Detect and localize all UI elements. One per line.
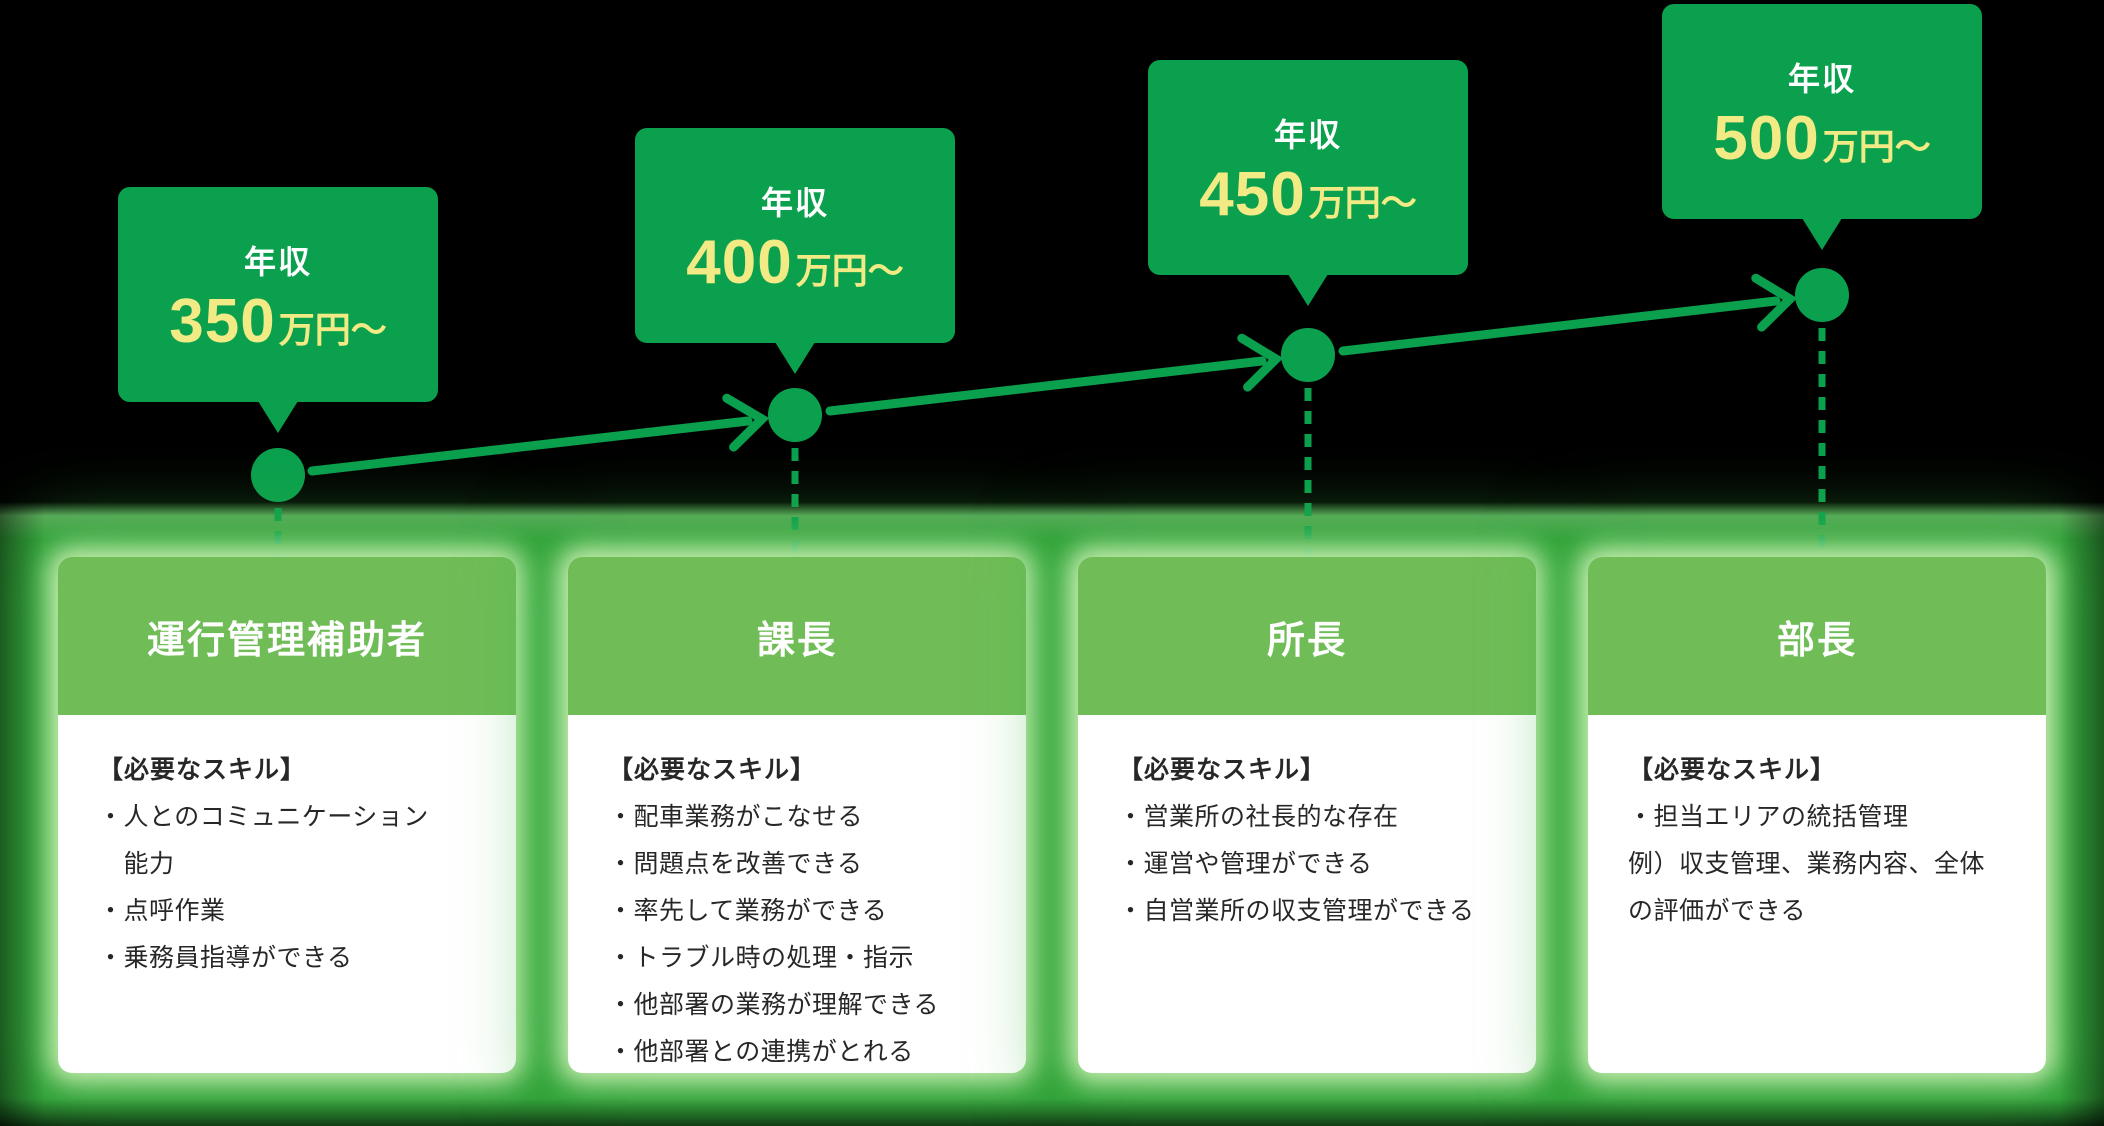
bubble-tail-icon bbox=[1288, 274, 1328, 306]
skill-item: ・他部署との連携がとれる bbox=[608, 1038, 914, 1066]
role-card-header: 部長 bbox=[1588, 557, 2046, 715]
role-card-1: 運行管理補助者 【必要なスキル】 ・人とのコミュニケーション 能力 ・点呼作業 … bbox=[58, 557, 516, 1073]
role-title: 所長 bbox=[1266, 619, 1347, 662]
skill-item: 能力 bbox=[98, 850, 175, 878]
milestone-dot-3 bbox=[1281, 328, 1335, 382]
salary-label: 年収 bbox=[243, 243, 312, 280]
salary-value: 400 万円〜 bbox=[686, 227, 904, 297]
arrow-head-icon-2 bbox=[1237, 333, 1284, 392]
role-card-body: 【必要なスキル】 ・配車業務がこなせる ・問題点を改善できる ・率先して業務がで… bbox=[568, 715, 1026, 1073]
milestone-dot-4 bbox=[1795, 268, 1849, 322]
bubble-tail-icon bbox=[258, 401, 298, 433]
salary-bubble-2: 年収 400 万円〜 bbox=[635, 128, 955, 374]
skills-heading: 【必要なスキル】 bbox=[1118, 756, 1327, 784]
role-title: 課長 bbox=[756, 619, 837, 662]
skill-item: ・担当エリアの統括管理 bbox=[1628, 803, 1909, 831]
salary-bubble-1: 年収 350 万円〜 bbox=[118, 187, 438, 433]
role-card-body: 【必要なスキル】 ・営業所の社長的な存在 ・運営や管理ができる ・自営業所の収支… bbox=[1078, 715, 1536, 935]
skill-item: ・営業所の社長的な存在 bbox=[1118, 803, 1399, 831]
skill-item: 例）収支管理、業務内容、全体 bbox=[1628, 850, 1986, 878]
salary-unit: 万円〜 bbox=[795, 249, 904, 291]
salary-label: 年収 bbox=[1273, 116, 1342, 153]
arrow-line-2 bbox=[825, 356, 1267, 416]
skills-heading: 【必要なスキル】 bbox=[98, 756, 307, 784]
role-card-header: 運行管理補助者 bbox=[58, 557, 516, 715]
salary-amount: 400 bbox=[686, 227, 793, 297]
role-title: 運行管理補助者 bbox=[146, 619, 427, 662]
skill-item: ・自営業所の収支管理ができる bbox=[1118, 897, 1475, 925]
skill-item: ・乗務員指導ができる bbox=[98, 944, 353, 972]
salary-unit: 万円〜 bbox=[1822, 125, 1931, 167]
arrow-line-1 bbox=[307, 416, 753, 476]
salary-unit: 万円〜 bbox=[1308, 181, 1417, 223]
salary-value: 350 万円〜 bbox=[169, 286, 387, 356]
salary-bubble-3: 年収 450 万円〜 bbox=[1148, 60, 1468, 306]
skills-heading: 【必要なスキル】 bbox=[608, 756, 817, 784]
skill-item: ・トラブル時の処理・指示 bbox=[608, 944, 915, 972]
salary-label: 年収 bbox=[760, 184, 829, 221]
bubble-tail-icon bbox=[1802, 218, 1842, 250]
salary-amount: 500 bbox=[1713, 103, 1820, 173]
salary-bubble-4: 年収 500 万円〜 bbox=[1662, 4, 1982, 250]
skill-item: ・問題点を改善できる bbox=[608, 850, 863, 878]
salary-unit: 万円〜 bbox=[278, 308, 387, 350]
arrow-head-icon-1 bbox=[722, 393, 770, 452]
salary-value: 450 万円〜 bbox=[1199, 159, 1417, 229]
skills-heading: 【必要なスキル】 bbox=[1628, 756, 1837, 784]
role-card-body: 【必要なスキル】 ・人とのコミュニケーション 能力 ・点呼作業 ・乗務員指導がで… bbox=[58, 715, 516, 982]
salary-value: 500 万円〜 bbox=[1713, 103, 1931, 173]
skill-item: ・率先して業務ができる bbox=[608, 897, 888, 925]
arrow-head-icon-3 bbox=[1751, 273, 1798, 332]
milestone-dot-2 bbox=[768, 388, 822, 442]
skill-item: ・運営や管理ができる bbox=[1118, 850, 1373, 878]
salary-amount: 450 bbox=[1199, 159, 1306, 229]
role-card-2: 課長 【必要なスキル】 ・配車業務がこなせる ・問題点を改善できる ・率先して業… bbox=[568, 557, 1026, 1073]
skill-item: ・点呼作業 bbox=[98, 897, 226, 925]
role-card-body: 【必要なスキル】 ・担当エリアの統括管理 例）収支管理、業務内容、全体 の評価が… bbox=[1588, 715, 2046, 935]
role-card-header: 所長 bbox=[1078, 557, 1536, 715]
skill-item: ・他部署の業務が理解できる bbox=[608, 991, 940, 1019]
skill-item: ・人とのコミュニケーション bbox=[98, 803, 429, 831]
milestone-dot-1 bbox=[251, 448, 305, 502]
role-card-header: 課長 bbox=[568, 557, 1026, 715]
arrow-line-3 bbox=[1338, 296, 1781, 356]
salary-label: 年収 bbox=[1787, 60, 1856, 97]
role-card-3: 所長 【必要なスキル】 ・営業所の社長的な存在 ・運営や管理ができる ・自営業所… bbox=[1078, 557, 1536, 1073]
skill-item: ・配車業務がこなせる bbox=[608, 803, 864, 831]
role-title: 部長 bbox=[1776, 619, 1857, 662]
salary-amount: 350 bbox=[169, 286, 276, 356]
role-card-4: 部長 【必要なスキル】 ・担当エリアの統括管理 例）収支管理、業務内容、全体 の… bbox=[1588, 557, 2046, 1073]
skill-item: の評価ができる bbox=[1628, 897, 1807, 925]
bubble-tail-icon bbox=[775, 342, 815, 374]
